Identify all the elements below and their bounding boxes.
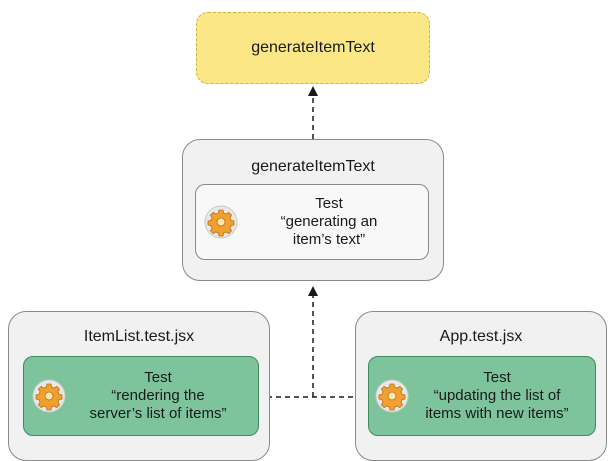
app-test-name-line-2: items with new items” (425, 405, 569, 422)
app-test-file-title: App.test.jsx (439, 328, 523, 345)
gear-icon (375, 379, 409, 413)
app-test-name-line-1: “updating the list of (433, 387, 561, 404)
arrowhead-middle (308, 286, 318, 296)
itemlist-test-box: Test “rendering the server’s list of ite… (23, 356, 259, 436)
itemlist-test-heading: Test (144, 369, 172, 386)
app-test-heading: Test (483, 369, 511, 386)
unit-test-name-line-1: “generating an (280, 213, 378, 230)
unit-test-box: Test “generating an item’s text” (195, 184, 429, 260)
itemlist-test-name-line-2: server’s list of items” (89, 405, 227, 422)
arrowhead-target (308, 86, 318, 96)
app-test-box: Test “updating the list of items with ne… (368, 356, 596, 436)
unit-test-file-title: generateItemText (251, 158, 375, 175)
itemlist-test-name-line-1: “rendering the (111, 387, 205, 404)
app-test-file-box: App.test.jsx Test “updating the list of … (355, 311, 607, 461)
gear-icon (204, 205, 238, 239)
unit-test-heading: Test (315, 195, 343, 212)
unit-test-name-line-2: item’s text” (292, 231, 366, 248)
itemlist-test-file-box: ItemList.test.jsx Test “rendering the se… (8, 311, 270, 461)
unit-test-file-box: generateItemText Test “generating an ite… (182, 139, 444, 281)
target-function-box: generateItemText (196, 12, 430, 84)
itemlist-test-file-title: ItemList.test.jsx (83, 328, 195, 345)
gear-icon (32, 379, 66, 413)
target-function-label: generateItemText (251, 39, 375, 56)
